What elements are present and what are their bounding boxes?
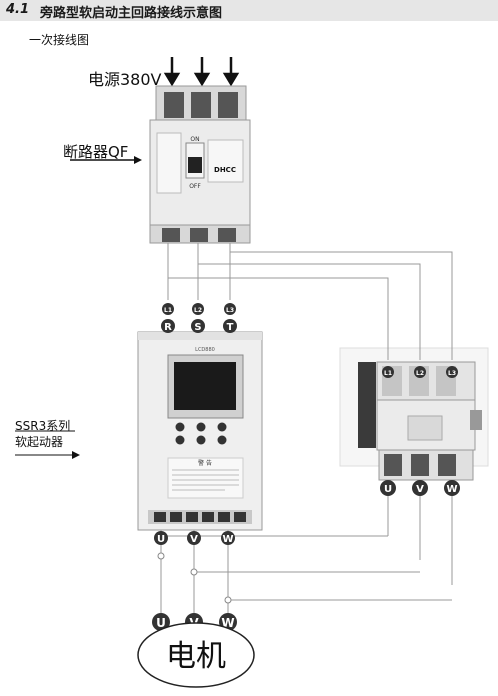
section-header: 4.1 旁路型软启动主回路接线示意图 [0,0,498,21]
breaker-arrow [70,156,142,164]
breaker-off-text: OFF [189,183,201,190]
starter-warning-title: 警 告 [198,459,212,467]
top-terminal-badges: L1 L2 L3 R S T [161,303,237,333]
badge-input-s: S [194,322,201,333]
breaker-brand: DHCC [214,166,236,174]
badge-contactor-l2: L2 [416,370,424,377]
motor: 电机 [137,622,255,688]
badge-contactor-w: W [446,484,457,495]
badge-input-r: R [164,322,172,333]
power-arrows [163,57,240,87]
starter-label-line2: 软起动器 [15,435,64,449]
section-number: 4.1 [6,2,30,17]
badge-top-l3: L3 [226,307,234,314]
subtitle: 一次接线图 [29,33,90,47]
starter-arrow [15,430,80,459]
badge-output-u: U [157,534,165,545]
bypass-contactor [339,347,489,481]
circuit-breaker: ON OFF DHCC [149,85,251,244]
badge-top-l1: L1 [164,307,172,314]
motor-label: 电机 [166,639,226,674]
badge-contactor-v: V [416,484,424,495]
breaker-on-text: ON [190,136,199,143]
breaker-label: 断路器QF [63,143,129,161]
output-terminal-badges: U V W [154,531,235,545]
badge-top-l2: L2 [194,307,202,314]
badge-contactor-u: U [384,484,392,495]
badge-contactor-l3: L3 [448,370,456,377]
badge-motor-u: U [156,616,166,630]
badge-contactor-l1: L1 [384,370,392,377]
starter-display-tag: LCD880 [195,347,215,353]
power-label: 电源380V [88,70,162,89]
section-title: 旁路型软启动主回路接线示意图 [40,6,223,21]
soft-starter: LCD880 警 告 [137,331,263,531]
starter-label-line1: SSR3系列 [15,419,71,433]
contactor-terminal-badges: L1 L2 L3 U V W [380,366,460,496]
badge-output-v: V [190,534,198,545]
badge-output-w: W [222,534,233,545]
badge-input-t: T [227,322,234,333]
junction-dots [157,552,232,604]
